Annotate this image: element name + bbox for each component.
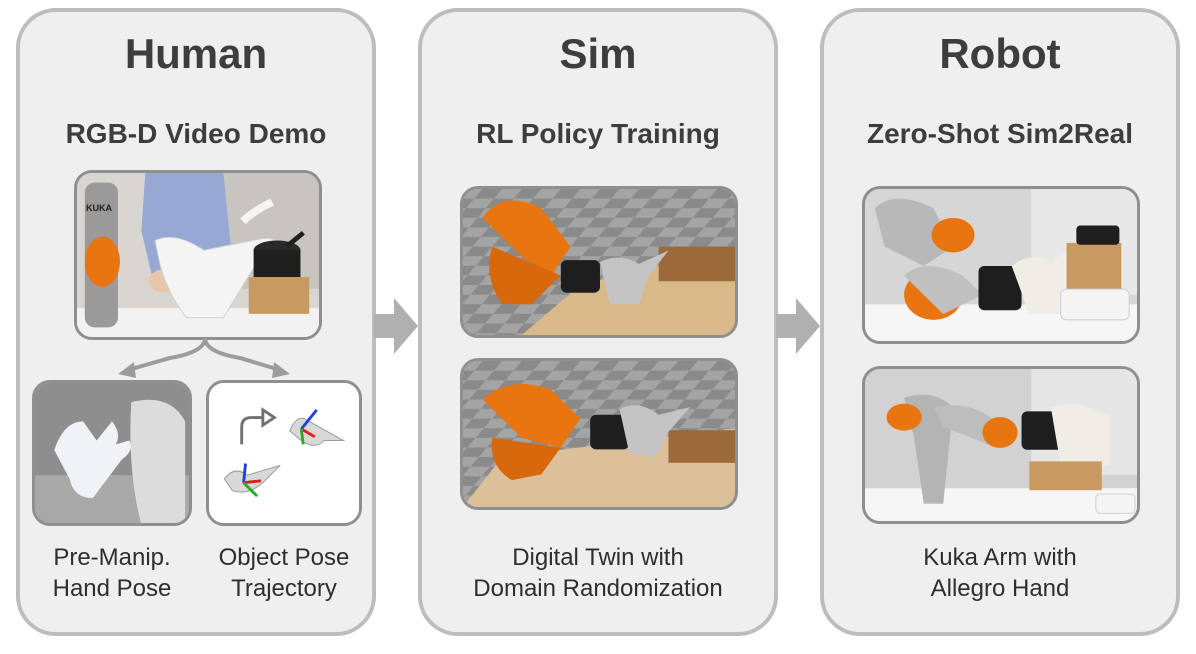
arrow-sim-to-robot-icon xyxy=(776,298,820,354)
real-robot-top-image xyxy=(862,186,1140,344)
sim-caption: Digital Twin with Domain Randomization xyxy=(422,542,774,604)
robot-subtitle: Zero-Shot Sim2Real xyxy=(866,118,1134,149)
object-pose-trajectory-image xyxy=(206,380,362,526)
robot-title: Robot xyxy=(939,30,1061,77)
sim-render-bottom-image xyxy=(460,358,738,510)
robot-caption: Kuka Arm with Allegro Hand xyxy=(824,542,1176,604)
sim-caption-line-2: Domain Randomization xyxy=(473,575,723,602)
sim-subtitle: RL Policy Training xyxy=(476,118,720,149)
kuka-logo-text: KUKA xyxy=(86,203,112,213)
sim-render-top-image xyxy=(460,186,738,338)
human-title: Human xyxy=(124,30,268,77)
branch-connector xyxy=(118,338,290,378)
sim-title: Sim xyxy=(559,30,637,77)
rgbd-video-demo-image: KUKA xyxy=(74,170,322,340)
sim-caption-line-1: Digital Twin with xyxy=(512,544,684,571)
object-pose-caption-line-2: Trajectory xyxy=(231,575,337,602)
human-panel: Human RGB-D Video Demo KUKA xyxy=(16,8,376,636)
robot-caption-line-1: Kuka Arm with xyxy=(923,544,1077,571)
hand-pose-caption: Pre-Manip. Hand Pose xyxy=(24,542,200,604)
hand-pose-caption-line-2: Hand Pose xyxy=(52,575,172,602)
real-robot-bottom-image xyxy=(862,366,1140,524)
object-pose-caption-line-1: Object Pose xyxy=(218,544,350,571)
arrow-human-to-sim-icon xyxy=(374,298,418,354)
human-subtitle: RGB-D Video Demo xyxy=(65,118,327,149)
hand-pose-caption-line-1: Pre-Manip. xyxy=(53,544,171,571)
object-pose-caption: Object Pose Trajectory xyxy=(198,542,370,604)
robot-panel: Robot Zero-Shot Sim2Real xyxy=(820,8,1180,636)
hand-pose-image xyxy=(32,380,192,526)
sim-panel: Sim RL Policy Training xyxy=(418,8,778,636)
robot-caption-line-2: Allegro Hand xyxy=(930,575,1070,602)
